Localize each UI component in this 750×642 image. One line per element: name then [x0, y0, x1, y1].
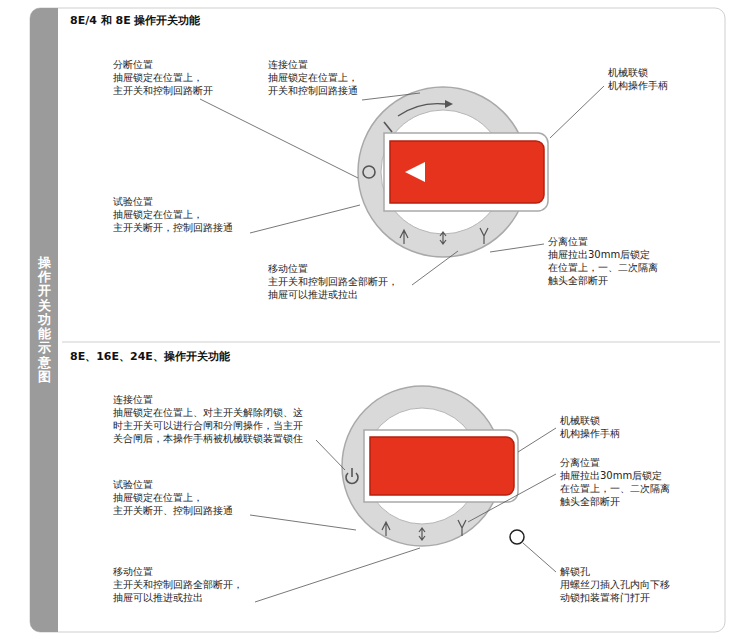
- callout-text: 抽屉锁定在位置上、对主开关解除闭锁、这 时主开关可以进行合闸和分闸操作，当主开 …: [113, 406, 309, 445]
- vertical-title: 操作开关功能示意图: [38, 256, 51, 385]
- leader-line: [250, 205, 360, 233]
- section-title: 8E、16E、24E、操作开关功能: [70, 350, 230, 363]
- callout-text: 机构操作手柄: [560, 427, 620, 440]
- separator: [62, 342, 720, 343]
- callout-heading: 连接位置: [113, 393, 153, 406]
- leader-line: [523, 543, 556, 572]
- callout-heading: 分离位置: [548, 235, 588, 248]
- leader-line: [468, 474, 556, 522]
- leader-line: [412, 251, 458, 285]
- callout-text: 抽屉锁定在位置上， 主开关和控制回路断开: [113, 71, 229, 97]
- side-band: 操作开关功能示意图: [30, 8, 58, 632]
- callout-heading: 分断位置: [113, 58, 153, 71]
- callout-heading: 移动位置: [268, 262, 308, 275]
- callout-heading: 机械联锁: [560, 414, 600, 427]
- callout-text: 抽屉锁定在位置上， 主开关断开，控制回路接通: [113, 208, 241, 234]
- callout-text: 抽屉锁定在位置上， 开关和控制回路接通: [268, 71, 374, 97]
- callout-text: 主开关和控制回路全部断开， 抽屉可以推进或拉出: [113, 578, 251, 604]
- callout-text: 机构操作手柄: [608, 79, 668, 92]
- callout-text: 用螺丝刀插入孔内向下移 动锁扣装置将门打开: [560, 578, 678, 604]
- leader-line: [550, 86, 604, 138]
- callout-heading: 分离位置: [560, 456, 600, 469]
- leader-line: [490, 244, 544, 252]
- leader-line: [362, 93, 420, 100]
- leader-line: [255, 548, 420, 602]
- leader-line: [316, 440, 345, 470]
- unlock-hole: [510, 530, 524, 544]
- callout-heading: 解锁孔: [560, 565, 590, 578]
- callout-heading: 试验位置: [113, 195, 153, 208]
- section-title: 8E/4 和 8E 操作开关功能: [70, 14, 201, 27]
- leader-lines: [200, 86, 604, 602]
- leader-line: [518, 428, 556, 452]
- callout-text: 抽屉拉出30mm后锁定 在位置上，一、二次隔离 触头全部断开: [548, 248, 666, 287]
- callout-heading: 移动位置: [113, 565, 153, 578]
- callout-heading: 试验位置: [113, 478, 153, 491]
- leader-line: [250, 515, 356, 530]
- callout-heading: 机械联锁: [608, 66, 648, 79]
- callout-text: 抽屉拉出30mm后锁定 在位置上，一、二次隔离 触头全部断开: [560, 469, 678, 508]
- page-frame: [30, 8, 725, 632]
- switch-dial: [342, 386, 518, 546]
- callout-text: 主开关和控制回路全部断开， 抽屉可以推进或拉出: [268, 275, 406, 301]
- leader-line: [200, 99, 358, 178]
- callout-text: 抽屉锁定在位置上， 主开关断开、控制回路接通: [113, 491, 241, 517]
- callout-heading: 连接位置: [268, 58, 308, 71]
- switch-dial: [358, 87, 548, 257]
